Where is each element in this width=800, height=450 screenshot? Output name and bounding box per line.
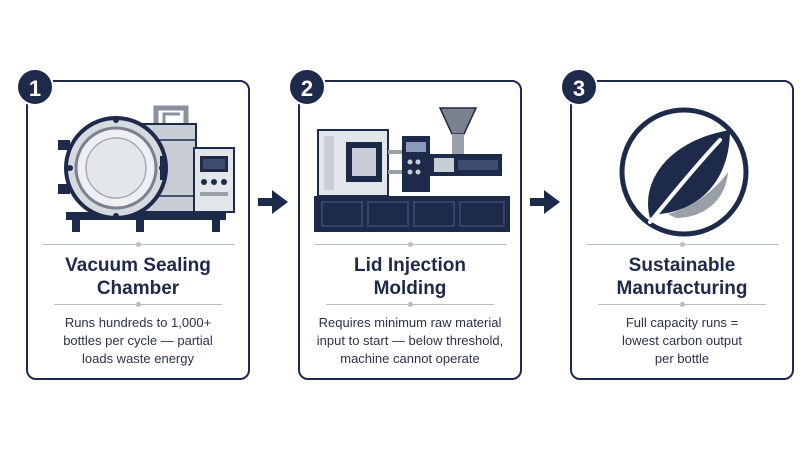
divider — [314, 242, 506, 247]
step-description-line: Requires minimum raw material — [318, 315, 502, 330]
step-card-lid-injection: 2 Lid Injection Molding Req — [288, 68, 522, 380]
step-title-line: Manufacturing — [616, 278, 748, 299]
arrow-right-icon — [530, 190, 560, 214]
step-title-line: Lid Injection — [354, 255, 466, 276]
step-title-line: Sustainable — [628, 255, 736, 276]
step-title: Lid Injection Molding — [308, 254, 512, 300]
divider — [598, 302, 766, 307]
step-number-badge: 3 — [560, 68, 598, 106]
divider — [54, 302, 222, 307]
divider — [326, 302, 494, 307]
step-description: Requires minimum raw material input to s… — [312, 314, 508, 368]
step-description: Full capacity runs = lowest carbon outpu… — [584, 314, 780, 368]
step-title-line: Chamber — [96, 278, 180, 299]
arrow-right-icon — [258, 190, 288, 214]
vacuum-chamber-icon — [58, 105, 235, 232]
step-description-line: Runs hundreds to 1,000+ — [64, 315, 212, 330]
step-title: Sustainable Manufacturing — [580, 254, 784, 300]
step-description-line: Full capacity runs = — [625, 315, 739, 330]
step-card-vacuum-sealing: 1 Vacuum Seali — [16, 68, 250, 380]
step-description-line: lowest carbon output — [622, 333, 742, 348]
step-description-line: loads waste energy — [81, 351, 194, 366]
injection-molding-machine-icon — [314, 107, 510, 232]
divider — [586, 242, 778, 247]
leaf-icon — [619, 107, 749, 237]
step-description: Runs hundreds to 1,000+ bottles per cycl… — [40, 314, 236, 368]
step-description-line: bottles per cycle — partial — [63, 333, 213, 348]
step-number-badge: 2 — [288, 68, 326, 106]
step-number-badge: 1 — [16, 68, 54, 106]
step-description-line: machine cannot operate — [340, 351, 480, 366]
step-title-line: Molding — [373, 278, 447, 299]
step-title-line: Vacuum Sealing — [65, 255, 211, 276]
step-title: Vacuum Sealing Chamber — [36, 254, 240, 300]
step-description-line: input to start — below threshold, — [316, 333, 504, 348]
divider — [42, 242, 234, 247]
step-card-sustainable-manufacturing: 3 Sustainable Manufacturing Full capacit… — [560, 68, 794, 380]
step-description-line: per bottle — [654, 351, 710, 366]
